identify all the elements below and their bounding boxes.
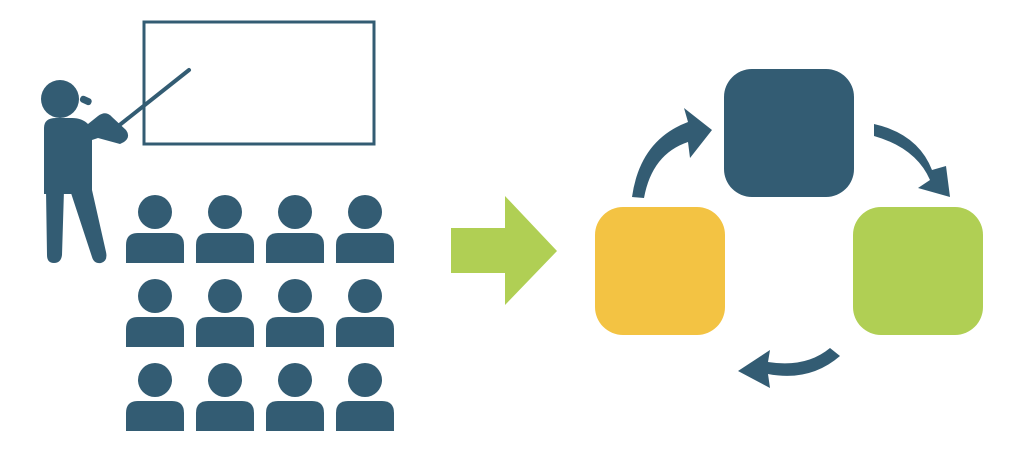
person-head xyxy=(348,195,382,229)
microphone-icon xyxy=(79,95,92,106)
person-icon xyxy=(336,195,394,263)
presenter-right-leg xyxy=(70,190,107,264)
person-head xyxy=(208,363,242,397)
person-head xyxy=(138,195,172,229)
person-icon xyxy=(336,363,394,431)
person-body xyxy=(126,317,184,347)
presenter-head xyxy=(41,80,79,118)
person-head xyxy=(278,279,312,313)
person-body xyxy=(196,401,254,431)
person-head xyxy=(208,195,242,229)
person-icon xyxy=(266,279,324,347)
cycle-box-left xyxy=(595,207,725,335)
person-icon xyxy=(126,279,184,347)
pointer-stick xyxy=(110,68,191,133)
person-head xyxy=(208,279,242,313)
person-head xyxy=(278,195,312,229)
presenter-left-leg xyxy=(46,190,64,263)
person-head xyxy=(348,363,382,397)
person-head xyxy=(138,279,172,313)
curved-arrow-icon xyxy=(738,348,840,388)
person-head xyxy=(348,279,382,313)
person-body xyxy=(336,401,394,431)
person-icon xyxy=(126,363,184,431)
person-icon xyxy=(126,195,184,263)
person-icon xyxy=(336,279,394,347)
person-head xyxy=(278,363,312,397)
person-icon xyxy=(266,363,324,431)
person-icon xyxy=(266,195,324,263)
person-head xyxy=(138,363,172,397)
person-icon xyxy=(196,363,254,431)
presenter-body xyxy=(44,113,129,194)
arrow-right-icon xyxy=(451,196,557,305)
person-body xyxy=(336,317,394,347)
person-body xyxy=(266,233,324,263)
whiteboard-icon xyxy=(142,20,376,146)
person-body xyxy=(196,233,254,263)
audience-grid xyxy=(126,195,394,431)
cycle-box-top xyxy=(724,69,854,197)
curved-arrow-icon xyxy=(874,124,950,197)
person-body xyxy=(126,233,184,263)
person-icon xyxy=(196,279,254,347)
person-body xyxy=(266,317,324,347)
teacher-with-pointer-icon xyxy=(41,68,191,264)
person-body xyxy=(196,317,254,347)
person-body xyxy=(126,401,184,431)
person-body xyxy=(336,233,394,263)
curved-arrow-icon xyxy=(632,108,712,198)
person-icon xyxy=(196,195,254,263)
cycle-box-right xyxy=(853,207,983,335)
person-body xyxy=(266,401,324,431)
